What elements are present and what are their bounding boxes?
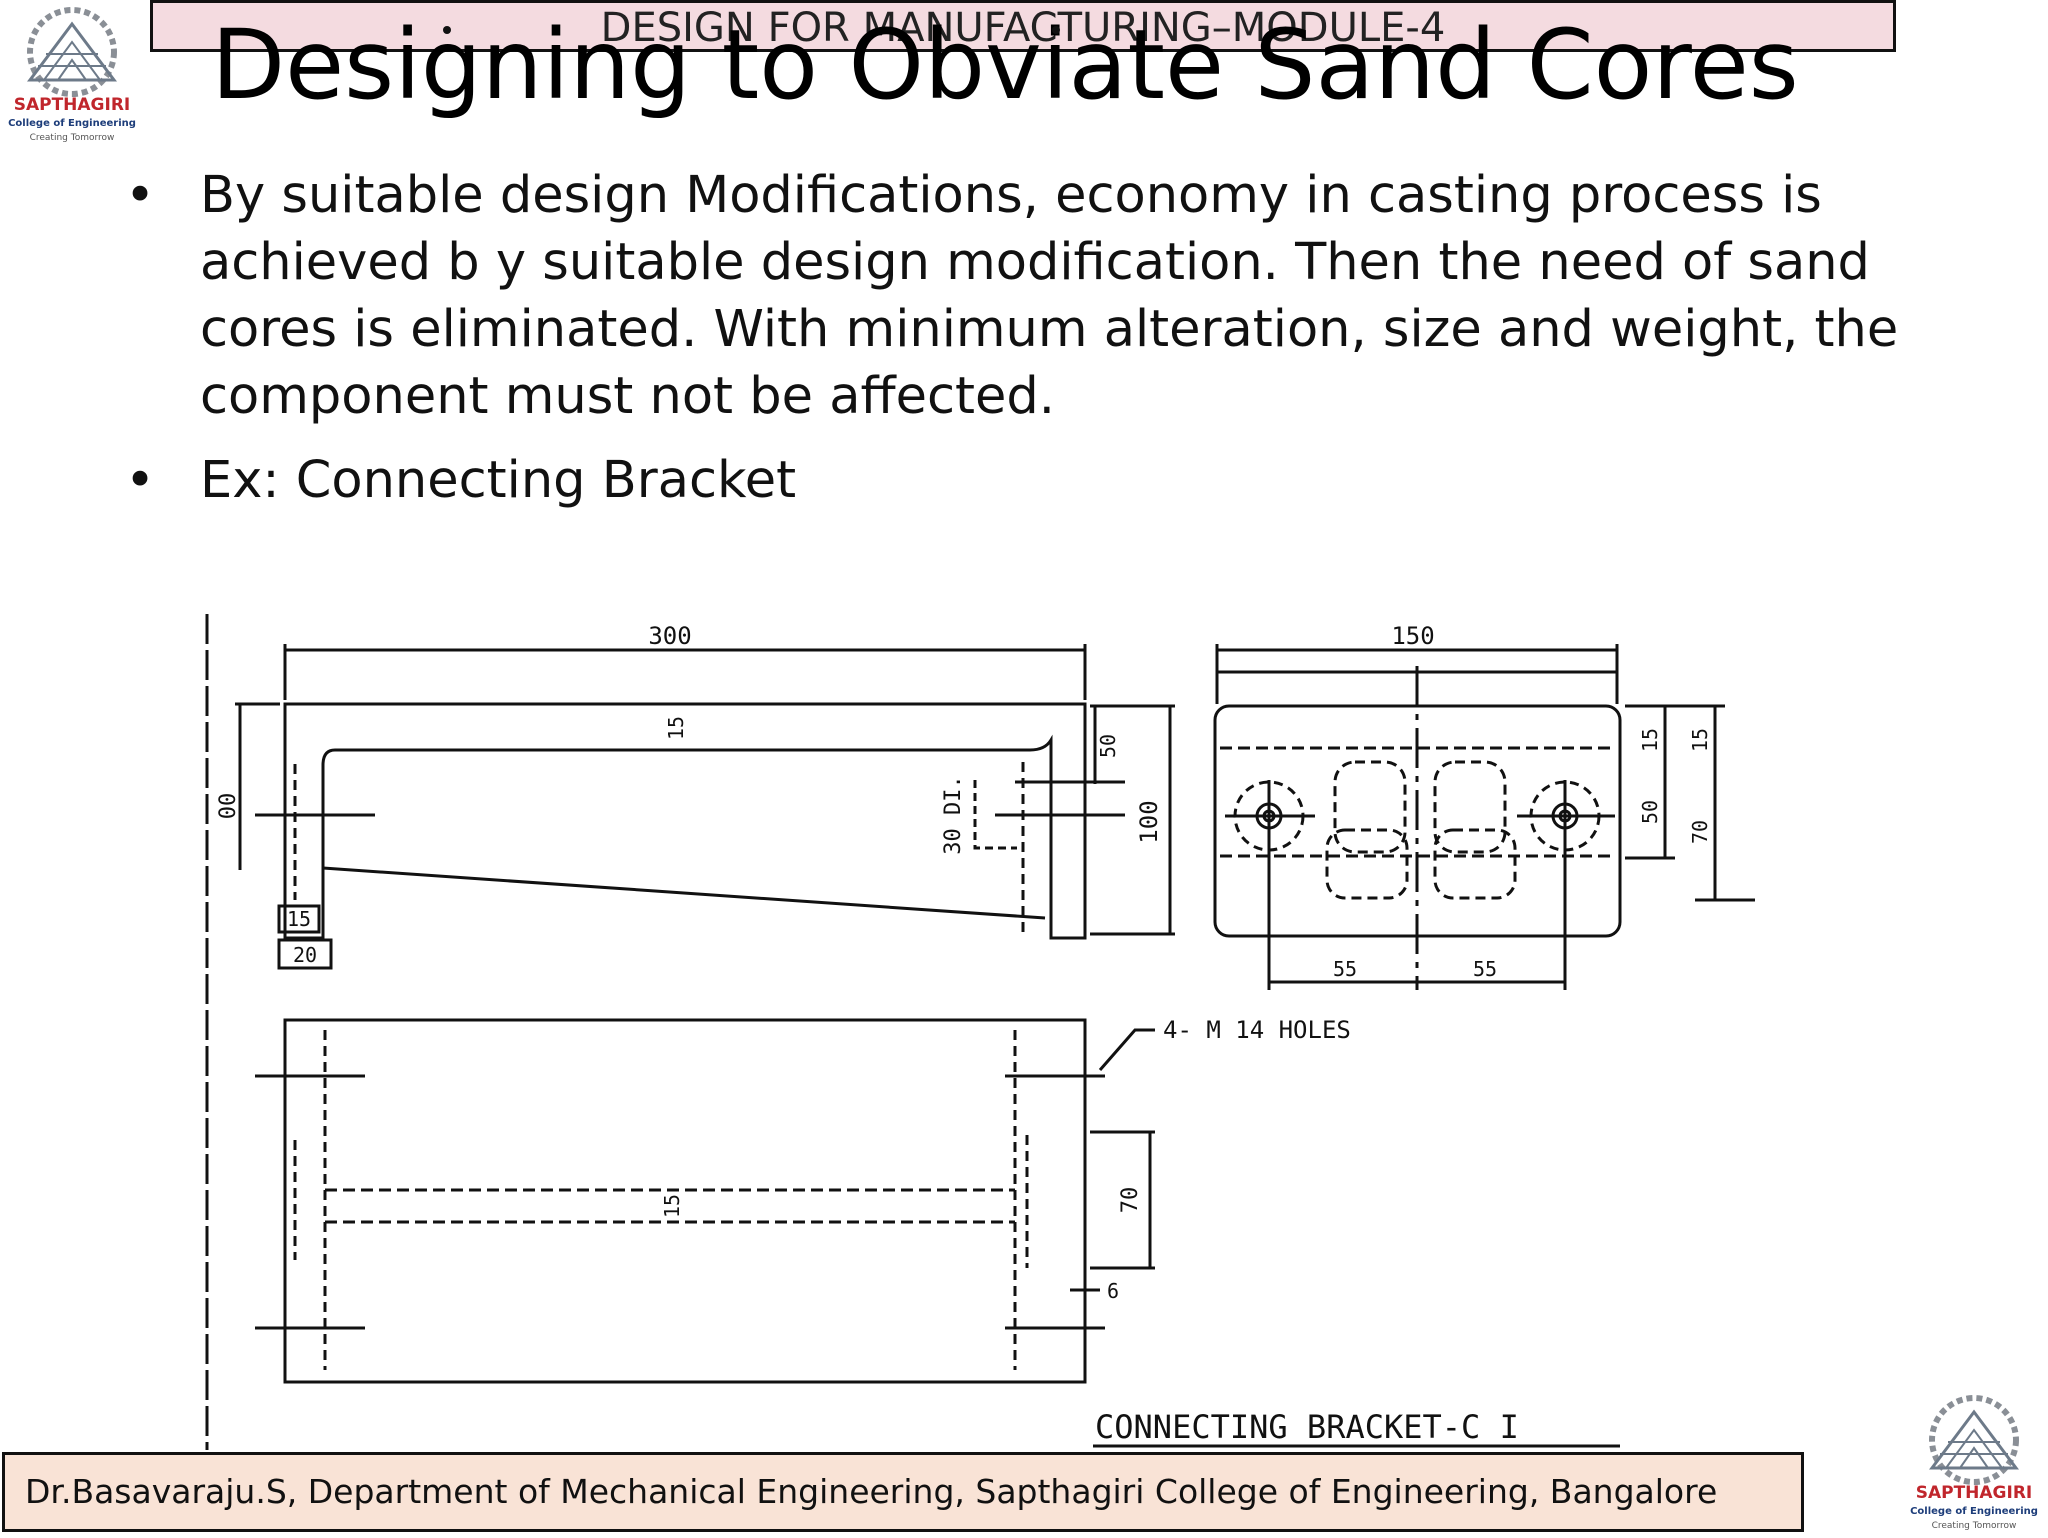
dim-spacing-right: 55	[1473, 957, 1497, 981]
college-logo-top: SAPTHAGIRI College of Engineering Creati…	[8, 6, 138, 146]
dim-plan-rib: 15	[660, 1194, 684, 1218]
logo-subtitle: College of Engineering	[1910, 1506, 2038, 1517]
dim-right-top: 50	[1096, 734, 1120, 758]
logo-subtitle: College of Engineering	[8, 118, 136, 129]
college-logo-bottom: SAPTHAGIRI College of Engineering Creati…	[1910, 1394, 2040, 1534]
slide-title: Designing to Obviate Sand Cores	[211, 9, 1799, 121]
dim-top-length: 300	[648, 622, 691, 650]
bullet-text: Ex: Connecting Bracket	[200, 451, 797, 510]
bullet-item: • Ex: Connecting Bracket	[115, 447, 1915, 514]
dim-side-70: 70	[1688, 820, 1712, 844]
connecting-bracket-drawing: 300 00 15 30 DI. 50 100 15 20 150 15 50 …	[205, 614, 1755, 1450]
dim-side-15: 15	[1638, 728, 1662, 752]
logo-name: SAPTHAGIRI	[14, 95, 131, 115]
dim-flange-thickness: 15	[664, 716, 688, 740]
dim-spacing-left: 55	[1333, 957, 1357, 981]
dim-lower-left-b: 20	[293, 943, 317, 967]
dim-lower-left-a: 15	[287, 907, 311, 931]
footer-bar: Dr.Basavaraju.S, Department of Mechanica…	[2, 1452, 1804, 1532]
dim-hole-diameter: 30 DI.	[941, 775, 966, 854]
bullet-text: By suitable design Modifications, econom…	[200, 166, 1899, 426]
front-view	[235, 644, 1175, 970]
plan-view	[255, 1018, 1155, 1384]
bullet-marker: •	[125, 451, 156, 510]
dim-left-height: 00	[216, 793, 241, 820]
module-header-text: DESIGN FOR MANUFACTURING–MODULE-4	[600, 5, 1446, 51]
logo-tagline: Creating Tomorrow	[30, 133, 115, 143]
dim-side-width: 150	[1391, 622, 1434, 650]
holes-note: 4- M 14 HOLES	[1163, 1016, 1351, 1044]
drawing-caption: CONNECTING BRACKET-C I	[1095, 1408, 1519, 1446]
title-dot-left	[443, 26, 451, 34]
bullet-marker: •	[125, 166, 156, 225]
dim-side-15b: 15	[1688, 728, 1712, 752]
bullet-list: • By suitable design Modifications, econ…	[115, 162, 1915, 531]
title-dot-right	[1052, 26, 1060, 34]
dim-side-50: 50	[1638, 800, 1662, 824]
dim-plan-height: 70	[1118, 1187, 1143, 1214]
logo-tagline: Creating Tomorrow	[1932, 1521, 2017, 1531]
dim-overall-height: 100	[1135, 800, 1163, 843]
module-header-bar: DESIGN FOR MANUFACTURING–MODULE-4	[150, 0, 1896, 52]
logo-name: SAPTHAGIRI	[1916, 1483, 2033, 1503]
bullet-item: • By suitable design Modifications, econ…	[115, 162, 1915, 430]
side-view	[1213, 644, 1755, 990]
footer-text: Dr.Basavaraju.S, Department of Mechanica…	[25, 1472, 1718, 1511]
dim-plan-gap: 6	[1107, 1279, 1119, 1303]
